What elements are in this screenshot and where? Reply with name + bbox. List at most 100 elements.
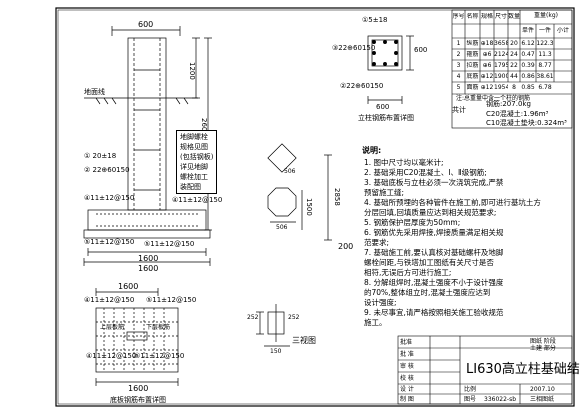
table-cell: 1 (456, 40, 461, 47)
title-block-grid (397, 335, 573, 405)
notes-line: 螺栓间距,与铁塔加工图纸有关尺寸是否 (364, 258, 494, 267)
table-cell: 底筋 (466, 73, 479, 80)
sign-row: 设 计 (400, 386, 414, 393)
notes-heading: 说明: (362, 146, 382, 155)
table-cell: 1954 (494, 84, 508, 91)
table-cell: ⊕18 (480, 40, 494, 47)
table-cell: 3658 (494, 40, 508, 47)
table-cell: 0.39 (521, 62, 535, 69)
table-header: 尺寸 (494, 13, 507, 20)
rebar-label-1: ① 20±18 (84, 152, 117, 160)
notes-line: 1. 图中尺寸均以毫米计; (364, 158, 444, 167)
table-cell: ⊕6 (482, 51, 492, 58)
table-header: 单件 (521, 27, 534, 34)
base-rebar-top-left: ④11±12@150 (84, 296, 135, 304)
column-rebar-a: ①5±18 (362, 16, 388, 24)
table-cell: 1795 (494, 62, 508, 69)
concrete-c10: C10混凝土垫块:0.324m³ (486, 119, 567, 127)
anchor-bolt-note-line: 螺栓加工 (180, 173, 208, 181)
rebar-label-6: ⑤11±12@150 (144, 240, 195, 248)
table-cell: 面筋 (466, 84, 479, 91)
title-block-stamp: 批准 (400, 339, 413, 346)
table-cell: 0.86 (521, 73, 535, 80)
table-cell: 22 (510, 62, 518, 69)
notes-line: 4. 基础所预埋的各种管件在施工前,即可进行基坑土方 (364, 198, 541, 207)
plan-shapes (267, 143, 332, 241)
table-cell: 0.47 (521, 51, 535, 58)
elevation-width-dim: 600 (138, 20, 154, 29)
table-cell: ⊕6 (482, 62, 492, 69)
rebar-label-4: ⑤11±12@150 (84, 238, 135, 246)
three-view (256, 304, 290, 347)
anchor-bolt-note-line: (包括钢板) (180, 153, 214, 161)
anchor-bolt-note-line: 规格见图 (180, 143, 208, 151)
notes-line: 3. 基础底板与立柱必须一次浇筑完成,严禁 (364, 178, 504, 187)
column-dim-bottom: 600 (376, 103, 390, 111)
upper-slab-rebar-label: 上层板筋 (100, 324, 125, 331)
total-label: 共计 (452, 106, 466, 114)
three-view-dim-b: 252 (288, 314, 300, 321)
sign-row: 校 核 (400, 375, 414, 382)
drawing-no: 336022-sb (484, 396, 517, 403)
notes-line: 7. 基础施工前,要认真核对基础螺杆及地脚 (364, 248, 504, 257)
table-cell: 箍筋 (466, 51, 479, 58)
sign-row: 审 核 (400, 363, 414, 370)
table-header: 序号 (452, 13, 465, 20)
table-header: 小计 (556, 27, 569, 34)
title-block-stage: 图纸 阶段 (530, 338, 556, 345)
table-cell: 8.77 (538, 62, 552, 69)
drawing-title: LI630高立柱基础结构图 (466, 362, 580, 377)
table-header: 一件 (538, 27, 551, 34)
scale-label: 比例 (464, 386, 477, 393)
notes-line: 预留施工缝; (364, 188, 405, 197)
anchor-bolt-note-line: 地脚螺栓 (180, 133, 208, 141)
octagon-plan-side: 506 (276, 224, 288, 231)
table-cell: 4 (456, 73, 461, 80)
table-cell: ⊕12 (480, 84, 494, 91)
base-rebar-top-right: ⑤11±12@150 (146, 296, 197, 304)
base-plan-top-dim: 1600 (118, 282, 139, 291)
column-dim-right: 600 (414, 46, 428, 54)
column-rebar-b: ③22⊕60150 (332, 44, 376, 52)
notes-line: 范要求; (364, 238, 390, 247)
center-dim-1: 1500 (305, 198, 313, 216)
base-plan-bottom-dim: 1600 (128, 384, 149, 393)
table-cell: 24 (510, 51, 518, 58)
rebar-label-5: ④11±12@150 (172, 196, 223, 204)
table-cell: 0.85 (521, 84, 535, 91)
table-cell: 2 (456, 51, 461, 58)
concrete-c20: C20混凝土:1.96m³ (486, 110, 549, 118)
notes-line: 8. 分解组焊时,混凝土强度不小于设计强度 (364, 278, 504, 287)
notes-line: 设计强度; (364, 298, 397, 307)
three-view-title: 三视图 (292, 336, 316, 345)
table-cell: 122.3 (536, 40, 554, 47)
notes-line: 的70%,整体组立时,混凝土强度应达到 (364, 288, 491, 297)
center-dim-3: 200 (338, 242, 354, 251)
column-section-view (367, 35, 414, 104)
sign-row: 批 准 (400, 351, 414, 358)
column-rebar-c: ②22⊕60150 (340, 82, 384, 90)
rebar-label-3: ④11±12@150 (84, 194, 135, 202)
sign-row: 制 图 (400, 396, 414, 403)
three-view-dim-c: 150 (270, 348, 282, 355)
ground-line-label: 地面线 (84, 88, 105, 96)
notes-line: 相符,无误后方可进行施工; (364, 268, 452, 277)
table-header: 规格 (480, 13, 493, 20)
elevation-height-dim-total: 2600 (200, 118, 208, 136)
sheet-label: 三相图纸 (530, 396, 555, 403)
column-section-title: 立柱钢筋布置详图 (358, 114, 414, 122)
table-cell: 11.3 (538, 51, 552, 58)
three-view-dim-a: 252 (247, 314, 259, 321)
lower-slab-rebar-label: 下层板筋 (146, 324, 171, 331)
base-rebar-right: ⑤11±12@150 (134, 352, 185, 360)
notes-line: 5. 钢筋保护层厚度为50mm; (364, 218, 461, 227)
table-cell: ⊕12 (480, 73, 494, 80)
base-plan-title: 底板钢筋布置详图 (110, 396, 166, 404)
base-rebar-left: ④11±12@150 (86, 352, 137, 360)
elevation-view (83, 26, 212, 266)
table-header: 数量 (508, 13, 520, 20)
table-cell: 6.78 (538, 84, 552, 91)
table-cell: 纵筋 (466, 40, 479, 47)
notes-line: 分层回填,回填质量应达到相关规范要求; (364, 208, 497, 217)
